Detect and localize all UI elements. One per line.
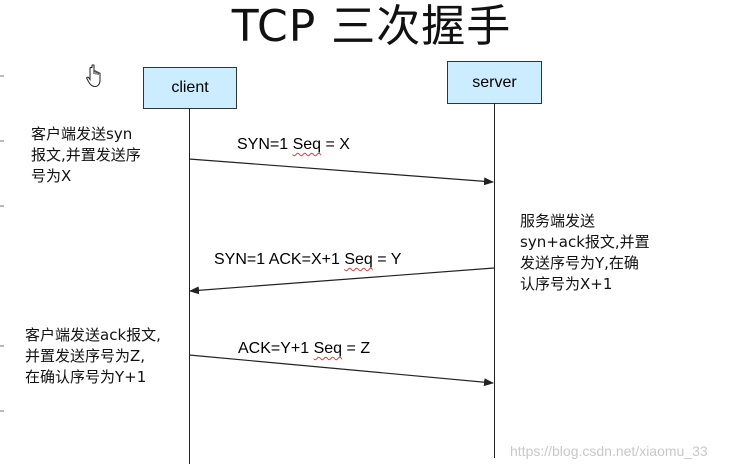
hand-pointer-icon bbox=[86, 64, 104, 93]
ack-arrow bbox=[188, 354, 494, 387]
client-syn-note: 客户端发送syn 报文,并置发送序 号为X bbox=[31, 125, 141, 185]
edge-mark bbox=[0, 140, 4, 142]
edge-mark bbox=[0, 410, 4, 412]
syn-message-label: SYN=1 Seq = X bbox=[237, 136, 350, 153]
syn-ack-arrow bbox=[189, 267, 495, 295]
client-ack-note: 客户端发送ack报文, 并置发送序号为Z, 在确认序号为Y+1 bbox=[25, 326, 161, 386]
edge-mark bbox=[0, 345, 4, 347]
syn-arrow bbox=[188, 158, 494, 186]
edge-mark bbox=[0, 75, 4, 77]
client-lifeline bbox=[189, 108, 190, 464]
server-lifeline bbox=[494, 103, 495, 458]
syn-ack-message-label: SYN=1 ACK=X+1 Seq = Y bbox=[214, 251, 402, 268]
watermark-text: https://blog.csdn.net/xiaomu_33 bbox=[510, 443, 708, 459]
ack-message-label: ACK=Y+1 Seq = Z bbox=[238, 340, 371, 357]
server-synack-note: 服务端发送 syn+ack报文,并置 发送序号为Y,在确 认序号为X+1 bbox=[520, 212, 650, 293]
edge-mark bbox=[0, 205, 4, 207]
client-actor-box: client bbox=[143, 67, 237, 109]
diagram-title: TCP 三次握手 bbox=[231, 1, 512, 52]
